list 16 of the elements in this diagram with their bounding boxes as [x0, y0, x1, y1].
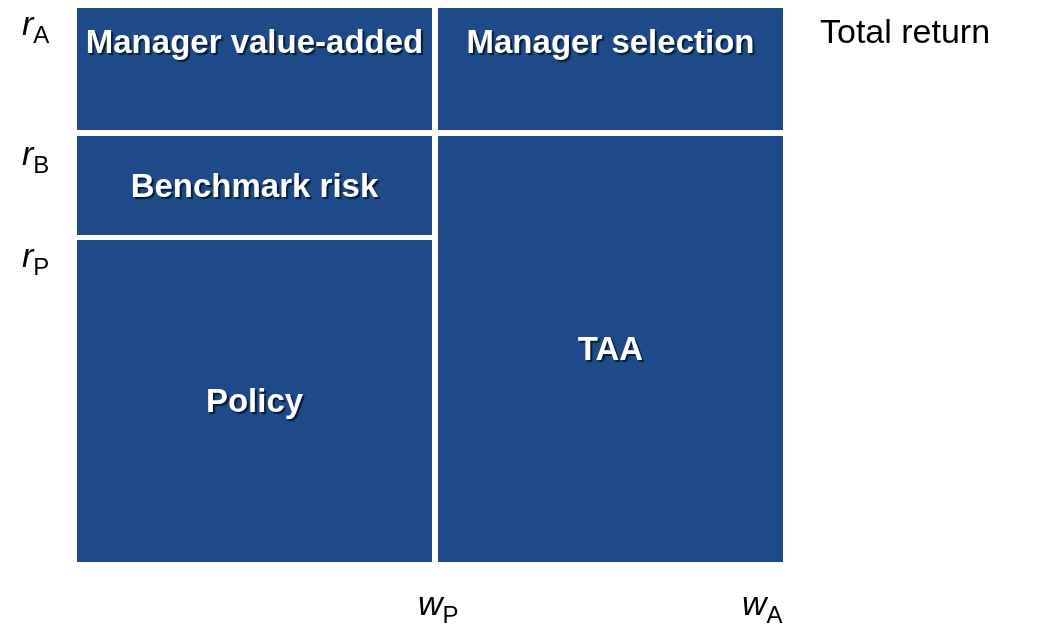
- region-label: TAA: [577, 329, 644, 369]
- weight-axis-label: w$_{A}$: [742, 584, 783, 626]
- region-label: Manager selection: [466, 22, 755, 62]
- region-block: [438, 8, 783, 130]
- region-label: Policy: [205, 381, 304, 421]
- region-block: [77, 8, 432, 130]
- weight-axis-label: w$_{P}$: [418, 584, 459, 626]
- region-label: Benchmark risk: [130, 165, 379, 206]
- region-label: Manager value-added: [85, 22, 424, 62]
- region-block: [438, 136, 783, 562]
- region-block: [77, 136, 432, 235]
- return-axis-label: r$_{P}$: [22, 236, 50, 282]
- total-return-label: Total return: [820, 12, 991, 50]
- region-block: [77, 240, 432, 562]
- return-axis-label: r$_{B}$: [22, 134, 50, 180]
- return-axis-label: r$_{A}$: [22, 4, 50, 50]
